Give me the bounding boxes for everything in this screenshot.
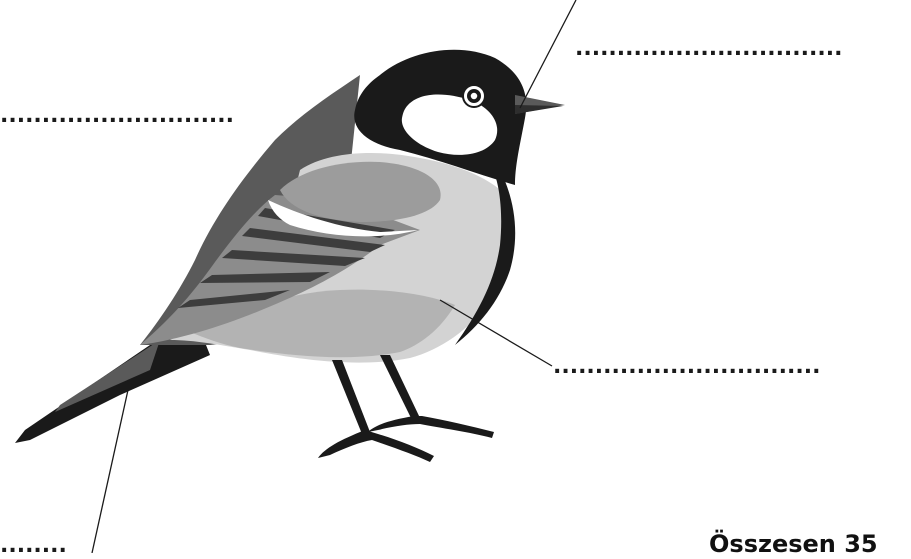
wing-stripe-2	[242, 228, 385, 252]
pointer-line-tail	[91, 389, 129, 553]
bird-leg-left	[332, 360, 370, 434]
bird-shoulder	[280, 161, 441, 222]
bird-eye-highlight	[469, 91, 479, 101]
bird-cheek	[401, 94, 498, 155]
pointer-line-belly	[439, 299, 553, 367]
bird-tail-light	[55, 340, 160, 412]
bird-breast-edge	[455, 170, 516, 345]
wing-stripe-3	[222, 250, 365, 266]
answer-blank-back[interactable]: ............................	[0, 105, 235, 127]
pointer-line-beak	[519, 0, 577, 109]
answer-blank-tail[interactable]: ........	[0, 535, 67, 557]
wing-stripe-5	[178, 290, 290, 308]
bird-leg-right	[380, 355, 420, 420]
bird-beak-lower	[515, 105, 563, 114]
answer-blank-belly[interactable]: ................................	[553, 356, 821, 378]
total-score-label: Összesen 35	[709, 530, 878, 558]
answer-blank-beak[interactable]: ................................	[575, 38, 843, 60]
wing-stripe-4	[200, 272, 330, 283]
wing-white-bar	[268, 200, 418, 237]
bird-foot-left	[318, 430, 434, 462]
bird-foot-right	[368, 416, 494, 438]
